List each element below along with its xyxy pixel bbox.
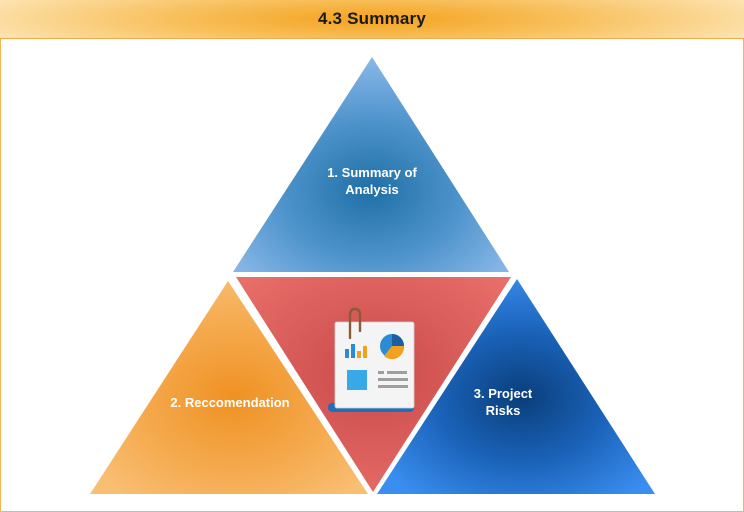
segment-summary-of-analysis bbox=[233, 57, 509, 272]
segment-reccomendation bbox=[90, 281, 368, 494]
reccomendation-label: 2. Reccomendation bbox=[170, 395, 290, 410]
page-title: 4.3 Summary bbox=[317, 9, 427, 28]
summary-of-analysis-label: 1. Summary of Analysis bbox=[327, 165, 417, 197]
report-document-icon bbox=[328, 307, 415, 412]
segment-project-risks bbox=[377, 279, 655, 494]
title-bar: 4.3 Summary bbox=[0, 0, 744, 39]
project-risks-label: 3. Project Risks bbox=[473, 386, 533, 418]
